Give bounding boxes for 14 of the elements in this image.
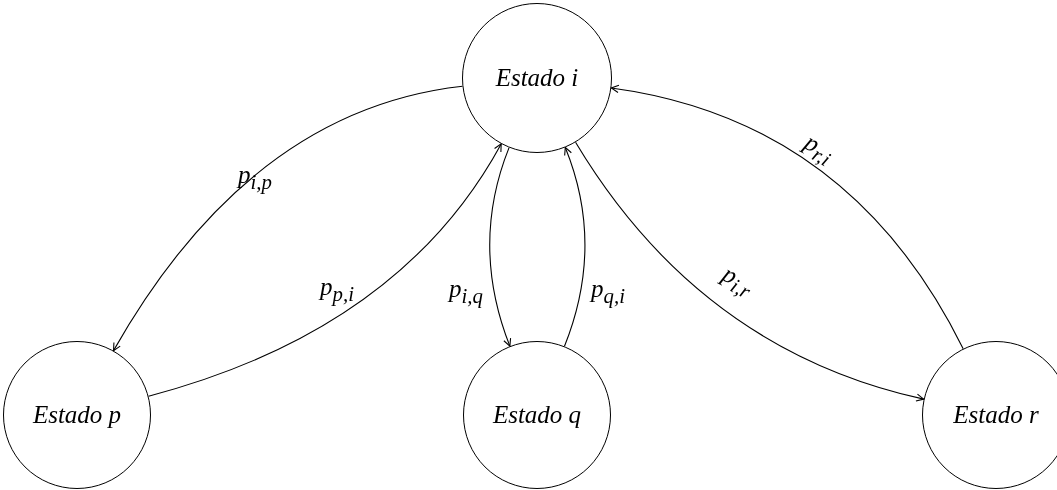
state-label: Estado r (953, 401, 1039, 429)
state-label: Estado i (495, 64, 579, 92)
edge-label: p$_{i,q}$ (449, 275, 483, 309)
edge-label: p$_{p,i}$ (320, 273, 354, 307)
arrow (610, 85, 964, 350)
edge-label: p$_{q,i}$ (591, 275, 625, 309)
state-label: Estado p (32, 401, 122, 429)
state-label: Estado q (492, 401, 582, 429)
arrow (148, 143, 502, 397)
edge-label: p$_{i,p}$ (238, 161, 272, 195)
arrow (575, 141, 925, 402)
arrow (563, 146, 586, 347)
arrow (489, 147, 512, 347)
arrow (112, 85, 463, 352)
